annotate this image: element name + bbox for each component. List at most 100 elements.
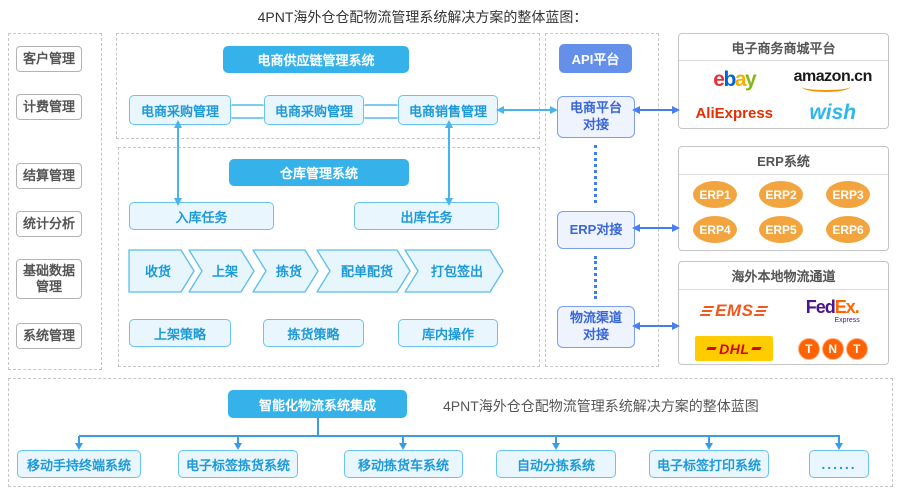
ebay-letter: y — [745, 67, 757, 91]
chevron-receive — [128, 249, 195, 293]
ems-text: EMS — [715, 301, 754, 320]
erp-pill-2: ERP2 — [759, 181, 803, 208]
chevron-shelve — [188, 249, 255, 293]
strategy-shelving: 上架策略 — [129, 319, 231, 347]
malls-box: 电子商务商城平台 ebay amazon.cn AliExpress wish — [678, 33, 889, 129]
fedex-dot: . — [854, 297, 860, 317]
arrow-api-to-erp — [632, 224, 680, 232]
menu-item-billing: 计费管理 — [16, 94, 82, 120]
strategy-warehouse-ops: 库内操作 — [398, 319, 498, 347]
tree-drop-arrow — [234, 436, 242, 450]
erp-pill-5: ERP5 — [759, 216, 803, 243]
scm-panel: 电商供应链管理系统 电商采购管理 电商采购管理 电商销售管理 — [116, 33, 540, 139]
dhl-bar-icon — [751, 347, 763, 350]
tree-stem — [317, 418, 319, 435]
arrow-api-to-logistics — [632, 322, 680, 330]
arrow-api-to-malls — [632, 106, 680, 114]
integration-caption: 4PNT海外仓仓配物流管理系统解决方案的整体蓝图 — [443, 398, 759, 414]
logistics-header: 海外本地物流通道 — [679, 262, 888, 290]
scm-header: 电商供应链管理系统 — [223, 46, 409, 73]
ebay-letter: a — [734, 67, 747, 91]
system-more-ellipsis: ...... — [809, 450, 869, 478]
dhl-text: DHL — [719, 340, 750, 357]
menu-item-basedata: 基础数据管理 — [16, 259, 82, 299]
chevron-pack — [404, 249, 504, 293]
inbound-task-node: 入库任务 — [129, 202, 274, 230]
api-panel: API平台 电商平台对接 ERP对接 物流渠道对接 — [545, 33, 659, 367]
module-purchase-2: 电商采购管理 — [264, 95, 364, 125]
outbound-task-node: 出库任务 — [354, 202, 499, 230]
tree-horizontal-line — [79, 435, 840, 437]
tree-drop-arrow — [835, 436, 843, 450]
fedex-logo: FedEx. Express — [806, 298, 860, 324]
strategy-picking: 拣货策略 — [263, 319, 364, 347]
ems-stripes-icon — [699, 306, 715, 316]
fedex-express-text: Express — [834, 317, 860, 324]
api-node-ecommerce: 电商平台对接 — [557, 96, 635, 138]
dhl-bar-icon — [706, 347, 717, 350]
system-label-printing: 电子标签打印系统 — [649, 450, 769, 478]
process-step-label: 收货 — [145, 264, 171, 279]
tree-drop-arrow — [399, 436, 407, 450]
wish-logo: wish — [809, 101, 857, 125]
erp-box: ERP系统 ERP1 ERP2 ERP3 ERP4 ERP5 ERP6 — [678, 146, 889, 251]
api-node-logistics: 物流渠道对接 — [557, 306, 635, 348]
system-picking-cart: 移动拣货车系统 — [344, 450, 463, 478]
tree-drop-arrow — [552, 436, 560, 450]
arrow-sales-to-outbound — [445, 120, 453, 206]
tree-drop-arrow — [705, 436, 713, 450]
integration-panel: 智能化物流系统集成 4PNT海外仓仓配物流管理系统解决方案的整体蓝图 移动手持终… — [8, 378, 893, 487]
api-node-erp: ERP对接 — [557, 211, 635, 249]
aliexpress-logo: AliExpress — [695, 104, 774, 122]
menu-item-statistics: 统计分析 — [16, 211, 82, 237]
fedex-ex-text: Ex — [834, 297, 856, 317]
menu-item-settlement: 结算管理 — [16, 163, 82, 189]
wms-panel: 仓库管理系统 入库任务 出库任务 收货 上架 拣货 配单配货 打包签出 上架策略… — [118, 147, 540, 367]
menu-item-customer: 客户管理 — [16, 46, 82, 72]
chevron-pick — [252, 249, 319, 293]
integration-header: 智能化物流系统集成 — [228, 390, 407, 418]
erp-pill-4: ERP4 — [693, 216, 737, 243]
amazon-logo: amazon.cn — [794, 68, 872, 92]
fedex-fed-text: Fed — [805, 297, 836, 317]
ems-logo: EMS — [699, 301, 769, 321]
process-step-label: 上架 — [212, 264, 238, 279]
amazon-smile-icon — [801, 82, 850, 92]
system-auto-sorting: 自动分拣系统 — [496, 450, 616, 478]
chevron-allocate — [316, 249, 411, 293]
malls-logo-grid: ebay amazon.cn AliExpress wish — [679, 61, 888, 132]
api-platform-header: API平台 — [559, 44, 632, 73]
erp-pill-1: ERP1 — [693, 181, 737, 208]
process-flow-chevrons: 收货 上架 拣货 配单配货 打包签出 — [128, 249, 504, 293]
system-mobile-handheld: 移动手持终端系统 — [17, 450, 141, 478]
ebay-letter: e — [713, 67, 725, 91]
logistics-box: 海外本地物流通道 EMS FedEx. Express DHL T N T — [678, 261, 889, 365]
connector-module-2-3 — [364, 104, 398, 119]
process-step-label: 打包签出 — [431, 264, 483, 279]
erp-pill-6: ERP6 — [826, 216, 870, 243]
tnt-circle: T — [797, 337, 820, 360]
process-step-label: 配单配货 — [341, 264, 393, 279]
wms-header: 仓库管理系统 — [229, 159, 409, 186]
arrow-sales-to-api — [496, 106, 558, 114]
connector-module-1-2 — [231, 104, 264, 119]
system-label-picking: 电子标签拣货系统 — [178, 450, 298, 478]
arrow-purchase-to-inbound — [174, 120, 182, 206]
dotted-connector-1 — [594, 145, 597, 203]
left-menu-panel: 客户管理 计费管理 结算管理 统计分析 基础数据管理 系统管理 — [8, 33, 102, 370]
ebay-letter: b — [723, 67, 736, 91]
tnt-logo: T N T — [797, 337, 869, 360]
dhl-logo: DHL — [695, 336, 774, 361]
menu-item-system: 系统管理 — [16, 323, 82, 349]
logistics-logo-grid: EMS FedEx. Express DHL T N T — [679, 290, 888, 369]
erp-pill-3: ERP3 — [826, 181, 870, 208]
tnt-circle: T — [845, 337, 868, 360]
malls-header: 电子商务商城平台 — [679, 34, 888, 61]
ems-stripes-icon — [754, 306, 769, 316]
dotted-connector-2 — [594, 256, 597, 299]
process-step-label: 拣货 — [276, 264, 302, 279]
tnt-circle: N — [821, 337, 844, 360]
diagram-title: 4PNT海外仓仓配物流管理系统解决方案的整体蓝图： — [257, 9, 588, 25]
amazon-text: amazon.cn — [793, 67, 873, 85]
